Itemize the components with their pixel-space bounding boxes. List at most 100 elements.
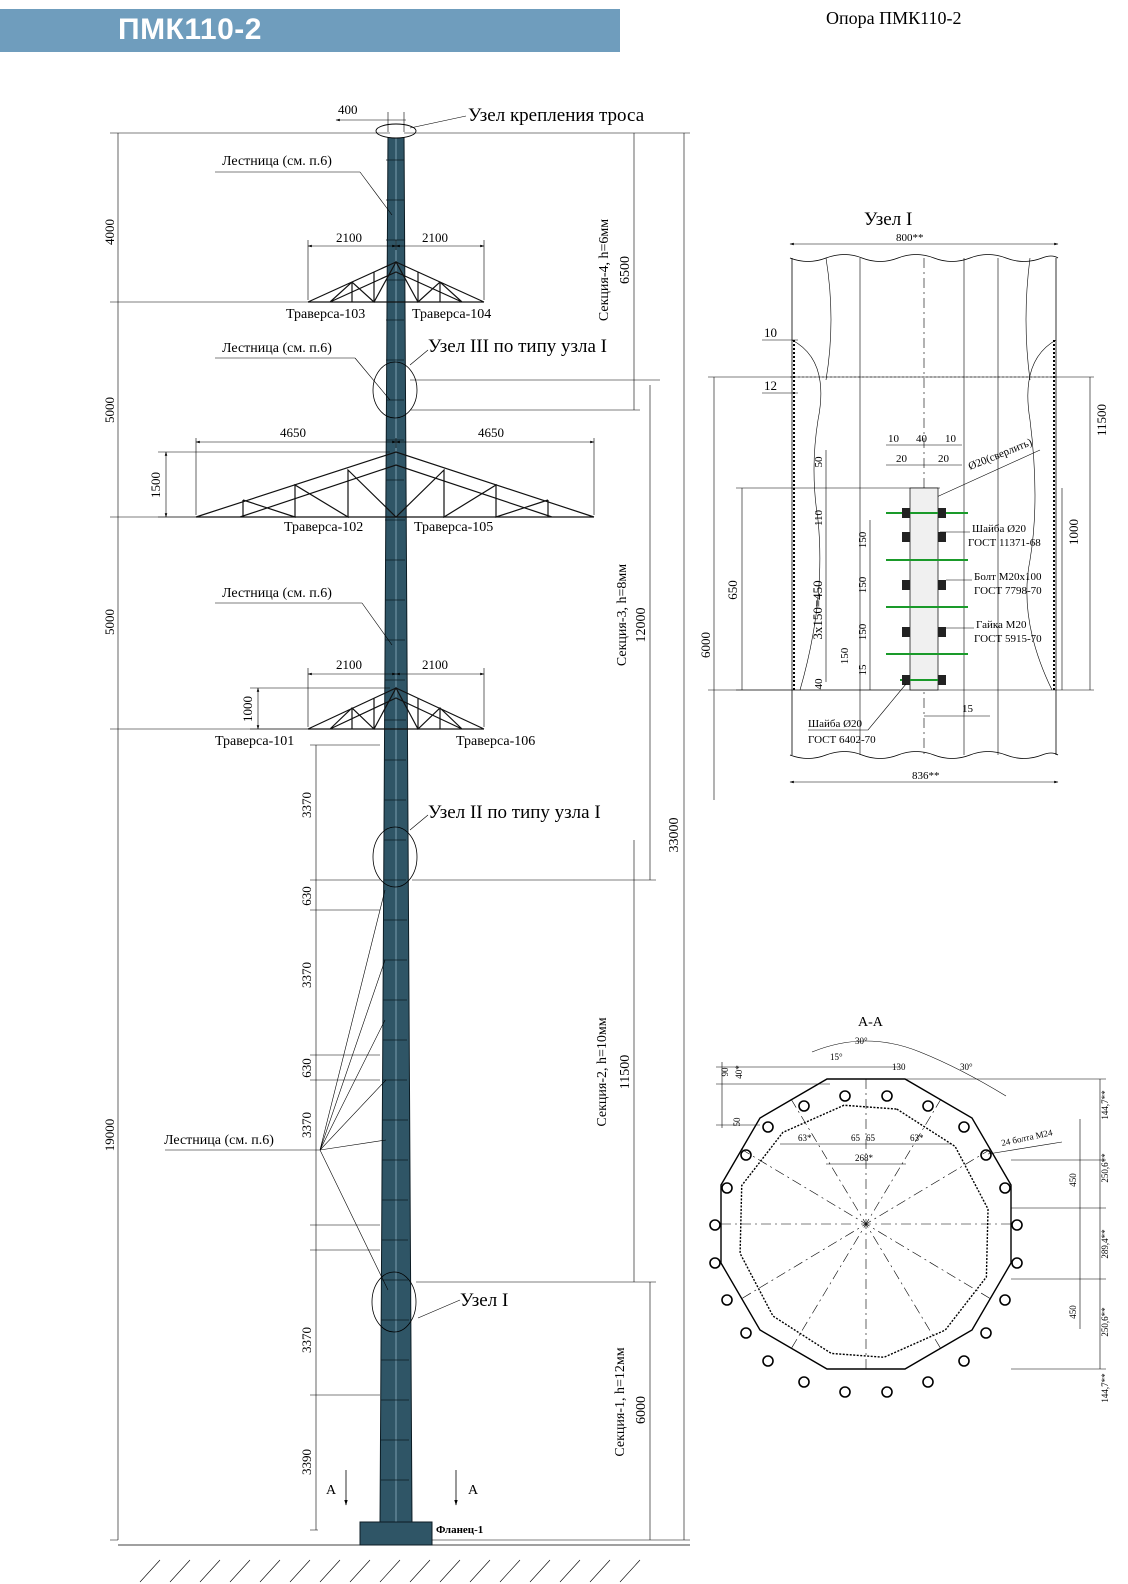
dim-40: 40*: [734, 1065, 744, 1079]
dim-50: 50: [732, 1117, 742, 1127]
washer2-std: ГОСТ 6402-70: [808, 734, 876, 746]
dim-3370-4: 3370: [299, 1327, 314, 1353]
node-h-11500: 11500: [1094, 404, 1109, 436]
pipe-break-bottom: [789, 751, 1059, 759]
node-width-top: 800**: [896, 232, 924, 244]
node-w40: 40: [916, 433, 928, 445]
node-3-label: Узел III по типу узла I: [428, 336, 607, 357]
cut-mark-left: А: [326, 1483, 337, 1498]
dim-3370-1: 3370: [299, 792, 314, 818]
arm-105-label: Траверса-105: [414, 520, 493, 535]
top-span-right: 2100: [422, 230, 448, 245]
node-h-6000: 6000: [698, 632, 713, 658]
ground-hatch: [139, 1559, 641, 1583]
arm-102-label: Траверса-102: [284, 520, 363, 535]
crossarm-top: 2100 2100 Траверса-103 Траверса-104: [286, 230, 491, 322]
dim-3370-3: 3370: [299, 1112, 314, 1138]
cut-mark-right: А: [468, 1483, 479, 1498]
angle-30-top: 30°: [855, 1036, 868, 1046]
top-node-label: Узел крепления троса: [468, 105, 645, 126]
dim-19000: 19000: [102, 1119, 117, 1152]
node-1-marker: [371, 1271, 417, 1333]
total-height: 33000: [667, 818, 682, 853]
section-1-label: Секция-1, h=12мм: [613, 1347, 628, 1456]
node-width-bottom: 836**: [912, 770, 940, 782]
splice-plates: [909, 487, 939, 691]
arm-101-label: Траверса-101: [215, 734, 294, 749]
dim-65-left: 65: [851, 1133, 861, 1143]
dim-289-4: 289,4**: [1100, 1229, 1110, 1259]
section-aa: А-А 30° 30° 15°: [709, 1015, 1110, 1403]
node-d40: 40: [813, 678, 825, 690]
drawing-title: ПМК110-2: [118, 13, 262, 46]
ladder-label-3: Лестница (см. п.6): [222, 586, 332, 601]
section-4-label: Секция-4, h=6мм: [597, 219, 612, 321]
node-d150-c: 150: [857, 623, 869, 640]
mid-span-left: 4650: [280, 425, 306, 440]
ladder-dimension-chain: 3370 630 3370 630 3370 3370 3390: [299, 744, 380, 1531]
dim-630-1: 630: [299, 886, 314, 906]
ladder-rungs: [381, 159, 409, 1481]
title-banner: ПМК110-2: [0, 9, 620, 52]
arm-106-label: Траверса-106: [456, 734, 535, 749]
section-aa-title: А-А: [858, 1015, 884, 1030]
dim-268: 268*: [855, 1153, 874, 1163]
top-cap: [375, 123, 417, 139]
top-span-left: 2100: [336, 230, 362, 245]
ladder-label-4: Лестница (см. п.6): [164, 1133, 274, 1148]
node-d150-a: 150: [857, 531, 869, 548]
bolt-std: ГОСТ 7798-70: [974, 585, 1042, 597]
node-2-marker: [372, 826, 418, 888]
bolt-pitch: 3x150=450: [810, 580, 825, 639]
washer2-label: Шайба Ø20: [808, 718, 863, 730]
bolt-heads: [902, 508, 946, 685]
pipe-break-top: [789, 254, 1059, 262]
node-2-label: Узел II по типу узла I: [428, 802, 601, 823]
angle-30-right: 30°: [960, 1062, 973, 1072]
tower-elevation: 400 Узел крепления троса Лестница (см. п…: [102, 102, 690, 1583]
top-node-leader: [409, 115, 467, 129]
section-2-label: Секция-2, h=10мм: [595, 1017, 610, 1126]
dim-5000-b: 5000: [102, 609, 117, 635]
angle-arc: [811, 1040, 1007, 1097]
crossarm-lower: 2100 2100 1000 Траверса-101 Траверса-106: [215, 657, 535, 749]
node-3-marker: [372, 361, 418, 419]
pipe-walls: [791, 258, 1057, 755]
angle-15: 15°: [830, 1052, 843, 1062]
pipe-facets: [825, 257, 1031, 755]
dim-65-right: 65: [866, 1133, 876, 1143]
node-1-label: Узел I: [460, 1290, 508, 1311]
dim-63-left: 63*: [798, 1133, 812, 1143]
dim-450-top: 450: [1068, 1173, 1078, 1187]
washer1-label: Шайба Ø20: [972, 523, 1027, 535]
node-w20-right: 20: [938, 453, 950, 465]
ladder-label-1: Лестница (см. п.6): [222, 154, 332, 169]
nut-std: ГОСТ 5915-70: [974, 633, 1042, 645]
section-dimension-chain: Секция-4, h=6мм 6500 Секция-3, h=8мм 120…: [404, 132, 690, 1541]
dim-250-6-bottom: 250,6**: [1100, 1307, 1110, 1337]
dim-4000: 4000: [102, 219, 117, 245]
dim-90: 90: [720, 1067, 730, 1077]
section-4-height: 6500: [618, 256, 633, 284]
washer1-std: ГОСТ 11371-68: [968, 537, 1041, 549]
nut-label: Гайка М20: [976, 619, 1027, 631]
dim-144-7-top: 144,7**: [1100, 1090, 1110, 1120]
drill-label: Ø20(сверлить): [967, 436, 1035, 473]
dim-630-2: 630: [299, 1058, 314, 1078]
node-d150-b: 150: [857, 576, 869, 593]
flange-label: Фланец-1: [436, 1524, 483, 1536]
node-h-1000: 1000: [1066, 519, 1081, 545]
flange-outer-outline: [720, 1078, 1012, 1370]
node-detail-title: Узел I: [864, 209, 912, 230]
dim-3390: 3390: [299, 1449, 314, 1475]
dim-5000-a: 5000: [102, 397, 117, 423]
node-h-650: 650: [725, 580, 740, 600]
edge-15: 15: [962, 703, 974, 715]
left-dimension-chain: 4000 5000 5000 19000: [102, 132, 390, 1541]
node-d15: 15: [857, 664, 869, 676]
bolt-label: Болт М20х100: [974, 571, 1042, 583]
node-d150-d: 150: [839, 647, 851, 664]
low-span-left: 2100: [336, 657, 362, 672]
arm-104-label: Траверса-104: [412, 307, 491, 322]
